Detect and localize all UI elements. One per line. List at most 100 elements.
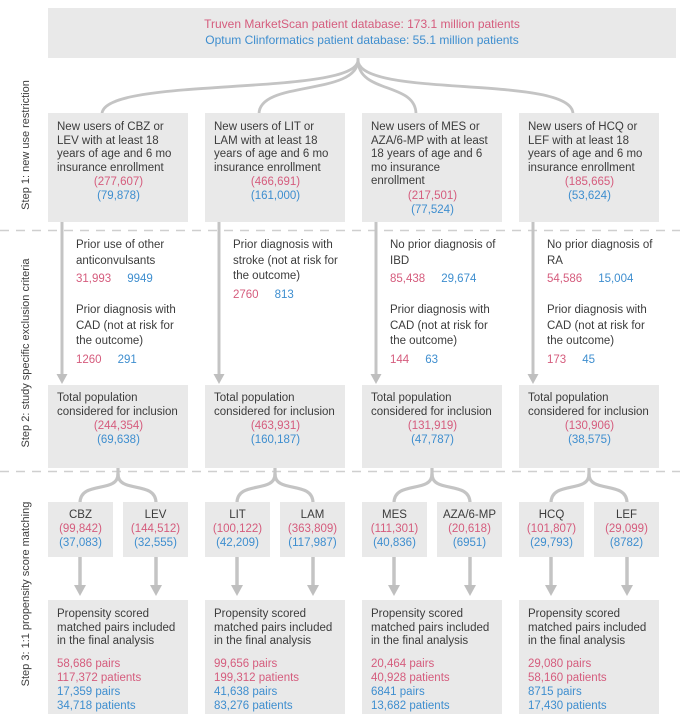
step2-label: Step 2: study specific exclusion criteri… bbox=[20, 258, 32, 448]
optum-count: 63 bbox=[425, 353, 438, 366]
matched-pairs-text: Propensity scored matched pairs included… bbox=[528, 608, 647, 647]
drug-name: HCQ bbox=[538, 509, 565, 521]
marketscan-count: (20,618) bbox=[448, 523, 491, 535]
exclusion-text: Prior diagnosis with CAD (not at risk fo… bbox=[390, 304, 490, 347]
drug-name: AZA/6-MP bbox=[442, 509, 497, 521]
exclusion-counts: 2760 813 bbox=[233, 288, 346, 303]
new-users-box: New users of HCQ or LEF with at least 18… bbox=[519, 113, 659, 222]
optum-count: (29,793) bbox=[530, 537, 573, 549]
exclusion-text: No prior diagnosis of RA bbox=[547, 239, 653, 267]
matched-pairs-counts: 58,686 pairs 117,372 patients 17,359 pai… bbox=[57, 657, 182, 714]
optum-database-line: Optum Clinformatics patient database: 55… bbox=[205, 33, 519, 47]
drug-name: LEF bbox=[615, 509, 638, 521]
optum-patients: 17,430 patients bbox=[528, 700, 607, 713]
marketscan-count: (244,354) bbox=[93, 420, 144, 432]
exclusion-text: Prior use of other anticonvulsants bbox=[76, 239, 165, 267]
marketscan-count: (466,691) bbox=[250, 176, 301, 188]
drug-box-cbz: CBZ (99,842) (37,083) bbox=[48, 502, 113, 557]
marketscan-count: (144,512) bbox=[130, 523, 181, 535]
marketscan-patients: 199,312 patients bbox=[214, 671, 300, 684]
optum-patients: 34,718 patients bbox=[57, 700, 136, 713]
marketscan-count: (277,607) bbox=[93, 176, 144, 188]
optum-count: (160,187) bbox=[250, 434, 301, 446]
optum-count: (79,878) bbox=[97, 190, 140, 202]
marketscan-count: 144 bbox=[390, 353, 410, 366]
drug-box-aza-6-mp: AZA/6-MP (20,618) (6951) bbox=[437, 502, 502, 557]
drug-box-hcq: HCQ (101,807) (29,793) bbox=[519, 502, 584, 557]
marketscan-count: (217,501) bbox=[407, 189, 458, 202]
marketscan-patients: 40,928 patients bbox=[371, 671, 450, 684]
total-population-box: Total population considered for inclusio… bbox=[48, 385, 188, 468]
optum-count: (32,555) bbox=[134, 537, 177, 549]
drug-name: LIT bbox=[229, 509, 246, 521]
marketscan-count: (185,665) bbox=[564, 176, 615, 188]
total-population-box: Total population considered for inclusio… bbox=[205, 385, 345, 468]
optum-pairs: 41,638 pairs bbox=[214, 685, 278, 698]
drug-box-mes: MES (111,301) (40,836) bbox=[362, 502, 427, 557]
marketscan-count: (131,919) bbox=[407, 420, 458, 432]
database-header-box: Truven MarketScan patient database: 173.… bbox=[48, 8, 676, 58]
exclusion-text: Prior diagnosis with CAD (not at risk fo… bbox=[76, 304, 176, 347]
total-population-text: Total population considered for inclusio… bbox=[57, 392, 178, 418]
matched-pairs-box: Propensity scored matched pairs included… bbox=[362, 600, 502, 714]
optum-pairs: 17,359 pairs bbox=[57, 685, 121, 698]
optum-count: (42,209) bbox=[216, 537, 259, 549]
exclusion-counts: 31,993 9949 bbox=[76, 272, 189, 287]
optum-count: (6951) bbox=[452, 537, 487, 549]
new-users-text: New users of CBZ or LEV with at least 18… bbox=[57, 121, 172, 174]
drug-name: CBZ bbox=[69, 509, 92, 521]
new-users-box: New users of MES or AZA/6-MP with at lea… bbox=[362, 113, 502, 222]
new-users-box: New users of LIT or LAM with at least 18… bbox=[205, 113, 345, 222]
new-users-text: New users of MES or AZA/6-MP with at lea… bbox=[371, 121, 488, 187]
exclusion-criteria: Prior diagnosis with stroke (not at risk… bbox=[233, 238, 346, 303]
optum-count: (117,987) bbox=[288, 537, 337, 549]
optum-count: 813 bbox=[274, 288, 294, 301]
optum-patients: 83,276 patients bbox=[214, 700, 293, 713]
step1-label: Step 1: new use restriction bbox=[20, 80, 32, 210]
exclusion-item: Prior diagnosis with CAD (not at risk fo… bbox=[547, 303, 660, 368]
optum-count: 9949 bbox=[127, 273, 153, 285]
exclusion-item: Prior diagnosis with CAD (not at risk fo… bbox=[76, 303, 189, 368]
marketscan-count: (99,842) bbox=[59, 523, 102, 535]
exclusion-item: Prior diagnosis with stroke (not at risk… bbox=[233, 238, 346, 303]
matched-pairs-counts: 99,656 pairs 199,312 patients 41,638 pai… bbox=[214, 657, 339, 714]
optum-count: (40,836) bbox=[373, 537, 416, 549]
marketscan-pairs: 29,080 pairs bbox=[528, 657, 592, 670]
marketscan-count: (130,906) bbox=[564, 420, 615, 432]
new-users-text: New users of HCQ or LEF with at least 18… bbox=[528, 121, 643, 174]
total-population-box: Total population considered for inclusio… bbox=[519, 385, 659, 468]
optum-count: (38,575) bbox=[568, 434, 611, 446]
marketscan-patients: 58,160 patients bbox=[528, 671, 607, 684]
total-population-box: Total population considered for inclusio… bbox=[362, 385, 502, 468]
optum-count: 29,674 bbox=[441, 273, 477, 285]
marketscan-count: 54,586 bbox=[547, 273, 583, 285]
exclusion-item: Prior diagnosis with CAD (not at risk fo… bbox=[390, 303, 503, 368]
marketscan-pairs: 20,464 pairs bbox=[371, 657, 435, 670]
total-population-text: Total population considered for inclusio… bbox=[528, 392, 649, 418]
new-users-box: New users of CBZ or LEV with at least 18… bbox=[48, 113, 188, 222]
optum-pairs: 6841 pairs bbox=[371, 685, 425, 698]
exclusion-text: Prior diagnosis with stroke (not at risk… bbox=[233, 239, 338, 282]
drug-box-lef: LEF (29,099) (8782) bbox=[594, 502, 659, 557]
marketscan-count: 31,993 bbox=[76, 273, 112, 285]
matched-pairs-box: Propensity scored matched pairs included… bbox=[48, 600, 188, 714]
optum-count: 291 bbox=[117, 353, 137, 366]
marketscan-count: (101,807) bbox=[526, 523, 577, 535]
exclusion-item: Prior use of other anticonvulsants 31,99… bbox=[76, 238, 189, 287]
exclusion-item: No prior diagnosis of RA 54,586 15,004 bbox=[547, 238, 660, 287]
exclusion-text: Prior diagnosis with CAD (not at risk fo… bbox=[547, 304, 647, 347]
matched-pairs-text: Propensity scored matched pairs included… bbox=[214, 608, 333, 647]
optum-count: (53,624) bbox=[568, 190, 611, 202]
step3-label: Step 3: 1:1 propensity score matching bbox=[20, 501, 32, 687]
optum-count: (161,000) bbox=[250, 190, 301, 202]
drug-box-lit: LIT (100,122) (42,209) bbox=[205, 502, 270, 557]
drug-name: LEV bbox=[144, 509, 167, 521]
marketscan-database-line: Truven MarketScan patient database: 173.… bbox=[204, 17, 520, 31]
marketscan-count: 85,438 bbox=[390, 273, 426, 285]
optum-count: 15,004 bbox=[598, 273, 634, 285]
marketscan-count: 2760 bbox=[233, 288, 259, 301]
optum-count: (69,638) bbox=[97, 434, 140, 446]
cohort-column-lit-lam: New users of LIT or LAM with at least 18… bbox=[205, 0, 345, 717]
